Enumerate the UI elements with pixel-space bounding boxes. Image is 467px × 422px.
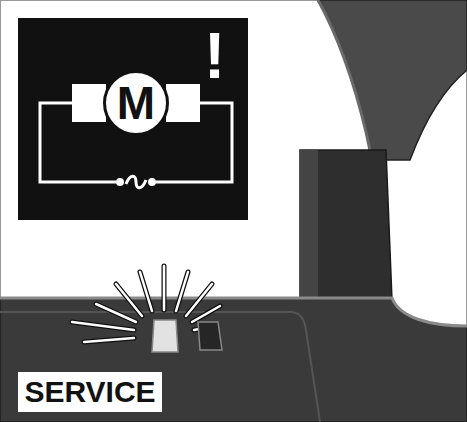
post-side (300, 150, 318, 300)
ac-symbol (126, 176, 146, 188)
motor-circle: M (103, 70, 169, 136)
motor-shaft-right (166, 84, 200, 122)
lamp-rays-light (72, 266, 220, 342)
warning-mark: ! (204, 24, 225, 88)
handle-edge (318, 0, 372, 160)
service-label-box: SERVICE (18, 372, 162, 412)
base-ridge (0, 312, 320, 422)
terminal (148, 178, 156, 186)
handle (318, 0, 467, 160)
wire-gap (116, 174, 156, 190)
post (300, 150, 392, 300)
service-text: SERVICE (24, 377, 155, 407)
base (0, 298, 467, 422)
motor-shaft-left (72, 84, 106, 122)
motor-letter: M (117, 80, 155, 126)
lamp-rays (72, 266, 220, 342)
terminal (116, 178, 124, 186)
service-lamp (152, 320, 178, 352)
icon-background (18, 18, 248, 220)
button (198, 322, 222, 350)
